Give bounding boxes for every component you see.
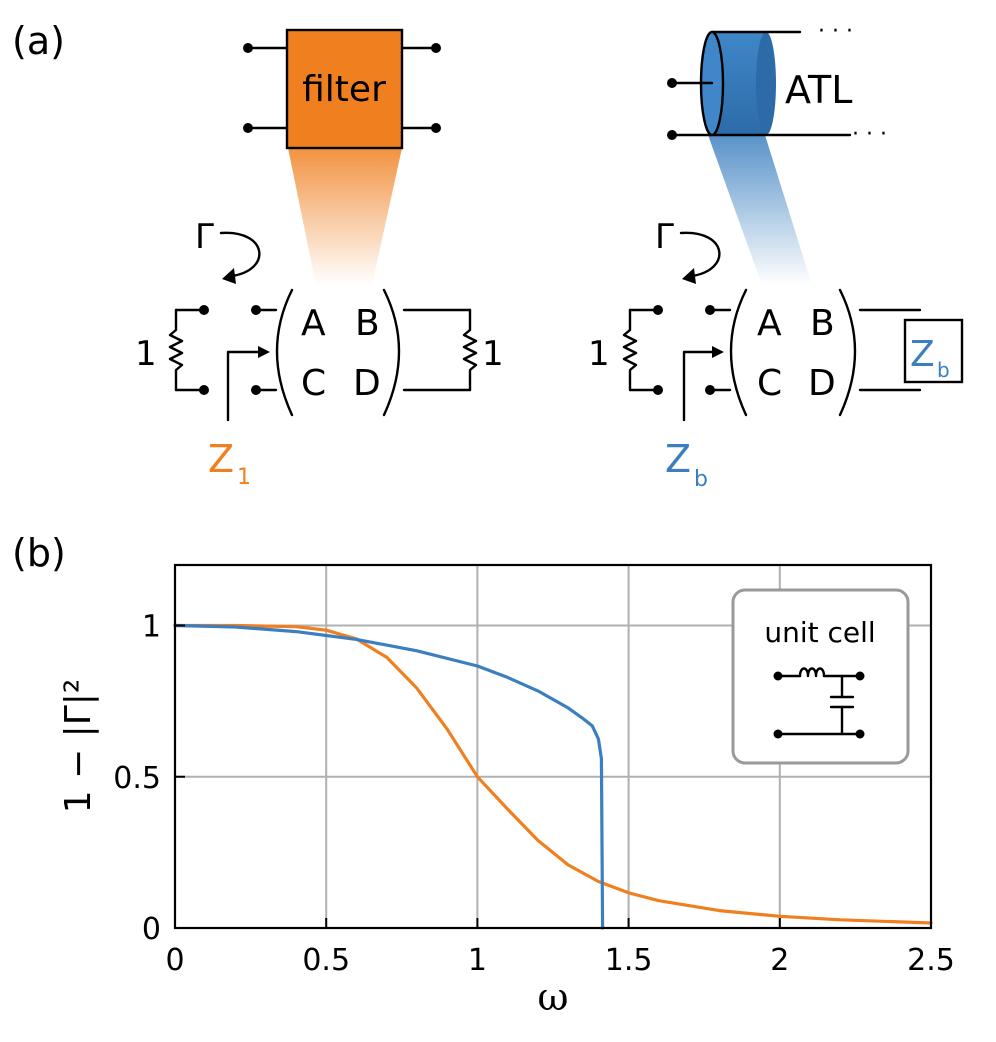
impedance-arrow-right-icon	[682, 350, 718, 422]
atl-cylinder: ATL · · · · · ·	[667, 19, 887, 285]
matrix-bracket-right-atl	[838, 288, 857, 417]
matrix-c-left: C	[301, 363, 326, 404]
y-tick-label: 0.5	[113, 761, 161, 796]
matrix-bracket-left-atl	[729, 288, 748, 417]
resistor-left-icon	[168, 308, 184, 392]
y-tick-label: 1	[142, 610, 161, 645]
matrix-a-right: A	[757, 303, 782, 344]
inset-label: unit cell	[764, 616, 875, 649]
filter-circuit: Γ 1 A B C D 1 Z 1	[135, 217, 504, 490]
x-tick-label: 2.5	[907, 943, 955, 978]
x-tick-label: 0.5	[302, 943, 350, 978]
matrix-b-right: B	[810, 303, 835, 344]
zb-label: Z	[665, 437, 691, 481]
reflection-arrow-right-icon	[679, 231, 721, 278]
matrix-bracket-left	[275, 288, 294, 417]
matrix-d-left: D	[353, 363, 381, 404]
x-tick-label: 1	[468, 943, 487, 978]
atl-ellipsis-bottom: · · ·	[852, 122, 887, 147]
atl-projection-beam	[708, 135, 812, 285]
panel-b-label: (b)	[12, 531, 66, 575]
panel-a-label: (a)	[12, 19, 65, 63]
zb-load-label: Z	[910, 334, 935, 375]
matrix-bracket-right	[382, 288, 401, 417]
impedance-arrow-left-icon	[226, 350, 264, 422]
atl-ellipsis-top: · · ·	[818, 19, 853, 44]
gamma-label-left: Γ	[195, 217, 214, 257]
x-axis-label: ω	[538, 975, 569, 1019]
resistor-value-atl: 1	[588, 334, 610, 374]
unit-cell-inset: unit cell	[731, 588, 910, 765]
zb-subscript: b	[694, 467, 708, 492]
axis-ticks: 0 0.5 1 1.5 2 2.5 0 0.5 1	[113, 610, 955, 979]
y-axis-label: 1 − |Γ|²	[58, 679, 99, 814]
filter-box	[285, 28, 404, 150]
resistor-value-left: 1	[135, 334, 157, 374]
matrix-a-left: A	[301, 303, 326, 344]
x-tick-label: 0	[165, 943, 184, 978]
atl-circuit: Γ 1 A B C D Z b Z b	[588, 217, 964, 492]
inset-box	[731, 588, 910, 765]
gamma-label-right: Γ	[655, 217, 674, 257]
filter-projection-beam	[288, 148, 402, 285]
zb-load-subscript: b	[937, 358, 950, 382]
series-line-2	[173, 623, 605, 930]
x-tick-label: 2	[770, 943, 789, 978]
filter-label: filter	[302, 69, 386, 110]
y-tick-label: 0	[142, 912, 161, 947]
series-line-1	[173, 623, 933, 925]
resistor-atl-icon	[622, 308, 638, 392]
resistor-right-icon	[462, 308, 478, 392]
inductor-icon	[798, 667, 826, 678]
z1-label: Z	[208, 437, 234, 481]
zb-load-box	[903, 318, 964, 384]
reflection-arrow-left-icon	[219, 231, 261, 278]
atl-label: ATL	[785, 68, 852, 112]
matrix-d-right: D	[808, 363, 836, 404]
data-curves	[173, 623, 933, 930]
x-tick-label: 1.5	[605, 943, 653, 978]
resistor-value-right: 1	[482, 334, 504, 374]
matrix-c-right: C	[757, 363, 782, 404]
filter-block: filter	[243, 28, 441, 285]
matrix-b-left: B	[355, 303, 380, 344]
z1-subscript: 1	[237, 465, 251, 490]
plot-frame	[173, 563, 933, 930]
